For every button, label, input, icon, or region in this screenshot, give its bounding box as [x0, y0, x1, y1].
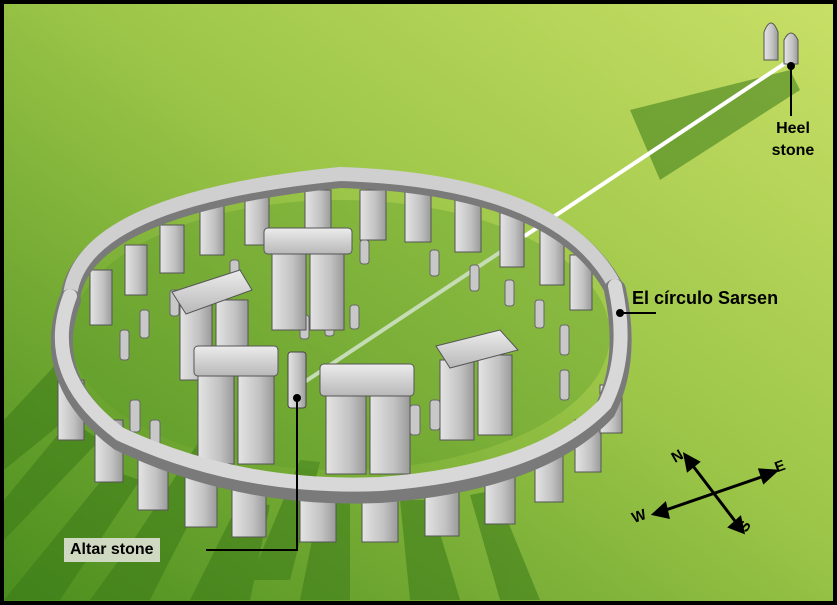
altar-stone-label: Altar stone — [64, 538, 160, 562]
sarsen-lintel-ring-back — [63, 166, 622, 303]
heel-stone-label-line1: Heel — [776, 120, 810, 137]
compass-rose — [650, 452, 780, 535]
heel-stone-label-line2: stone — [771, 142, 815, 159]
trilithon-front-center — [319, 363, 415, 475]
heel-stone-label: Heel stone — [760, 118, 826, 162]
trilithon-right — [435, 329, 519, 441]
leader-lines — [206, 62, 795, 551]
sarsen-lintel-ring-front — [54, 279, 628, 492]
bluestone-circle — [119, 239, 570, 453]
sarsen-circle-label: El círculo Sarsen — [632, 288, 779, 308]
trilithon-front-left — [193, 345, 279, 465]
altar-stone-leader — [206, 398, 298, 551]
heel-stones — [763, 22, 799, 65]
trilithon-back — [263, 227, 353, 331]
